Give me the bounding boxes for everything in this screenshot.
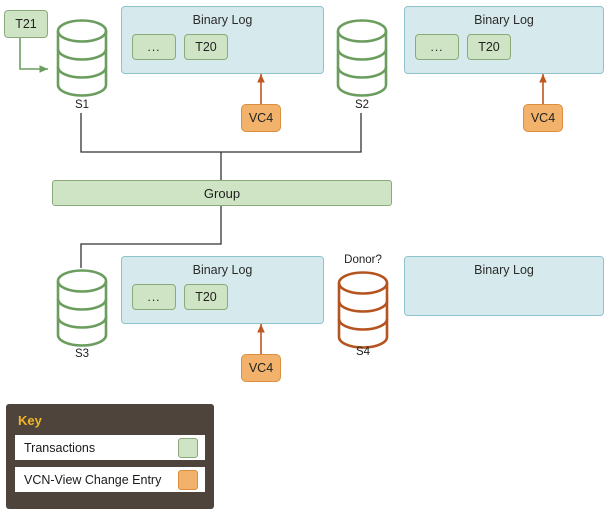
binary-log-entries: ... T20 — [132, 34, 228, 60]
server-cylinder-s3[interactable] — [56, 268, 108, 348]
binlog-entry-ellipsis[interactable]: ... — [132, 34, 176, 60]
server-cylinder-s2[interactable] — [336, 18, 388, 98]
legend-label-transactions: Transactions — [24, 440, 96, 455]
legend-swatch-transactions — [178, 437, 198, 458]
legend-title: Key — [18, 413, 42, 428]
legend-swatch-vcn — [178, 469, 198, 490]
binary-log-title: Binary Log — [474, 263, 534, 277]
binary-log-title: Binary Log — [474, 13, 534, 27]
binary-log-entries: ... T20 — [415, 34, 511, 60]
binlog-entry-ellipsis[interactable]: ... — [132, 284, 176, 310]
binary-log-entries: ... T20 — [132, 284, 228, 310]
binary-log-title: Binary Log — [192, 13, 253, 27]
server-label-s4: S4 — [355, 346, 371, 358]
donor-annotation: Donor? — [344, 254, 382, 266]
server-label-s3: S3 — [74, 348, 90, 360]
legend-row-transactions: Transactions — [15, 435, 205, 460]
legend-key: Key Transactions VCN-View Change Entry — [6, 404, 214, 509]
view-change-entry-s3[interactable]: VC4 — [241, 354, 281, 382]
binlog-entry-t20[interactable]: T20 — [184, 284, 228, 310]
server-label-s1: S1 — [74, 99, 90, 111]
server-cylinder-s1[interactable] — [56, 18, 108, 98]
incoming-transaction-t21[interactable]: T21 — [4, 10, 48, 38]
binary-log-title: Binary Log — [192, 263, 253, 277]
binlog-entry-t20[interactable]: T20 — [467, 34, 511, 60]
binary-log-s3[interactable]: Binary Log ... T20 — [121, 256, 324, 324]
server-cylinder-s4[interactable] — [337, 270, 389, 350]
view-change-entry-s2[interactable]: VC4 — [523, 104, 563, 132]
view-change-entry-s1[interactable]: VC4 — [241, 104, 281, 132]
binary-log-s2[interactable]: Binary Log ... T20 — [404, 6, 604, 74]
legend-label-vcn: VCN-View Change Entry — [24, 472, 162, 487]
server-label-s2: S2 — [354, 99, 370, 111]
binlog-entry-t20[interactable]: T20 — [184, 34, 228, 60]
legend-row-vcn: VCN-View Change Entry — [15, 467, 205, 492]
group-bar[interactable]: Group — [52, 180, 392, 206]
binlog-entry-ellipsis[interactable]: ... — [415, 34, 459, 60]
binary-log-s1[interactable]: Binary Log ... T20 — [121, 6, 324, 74]
binary-log-s4[interactable]: Binary Log — [404, 256, 604, 316]
